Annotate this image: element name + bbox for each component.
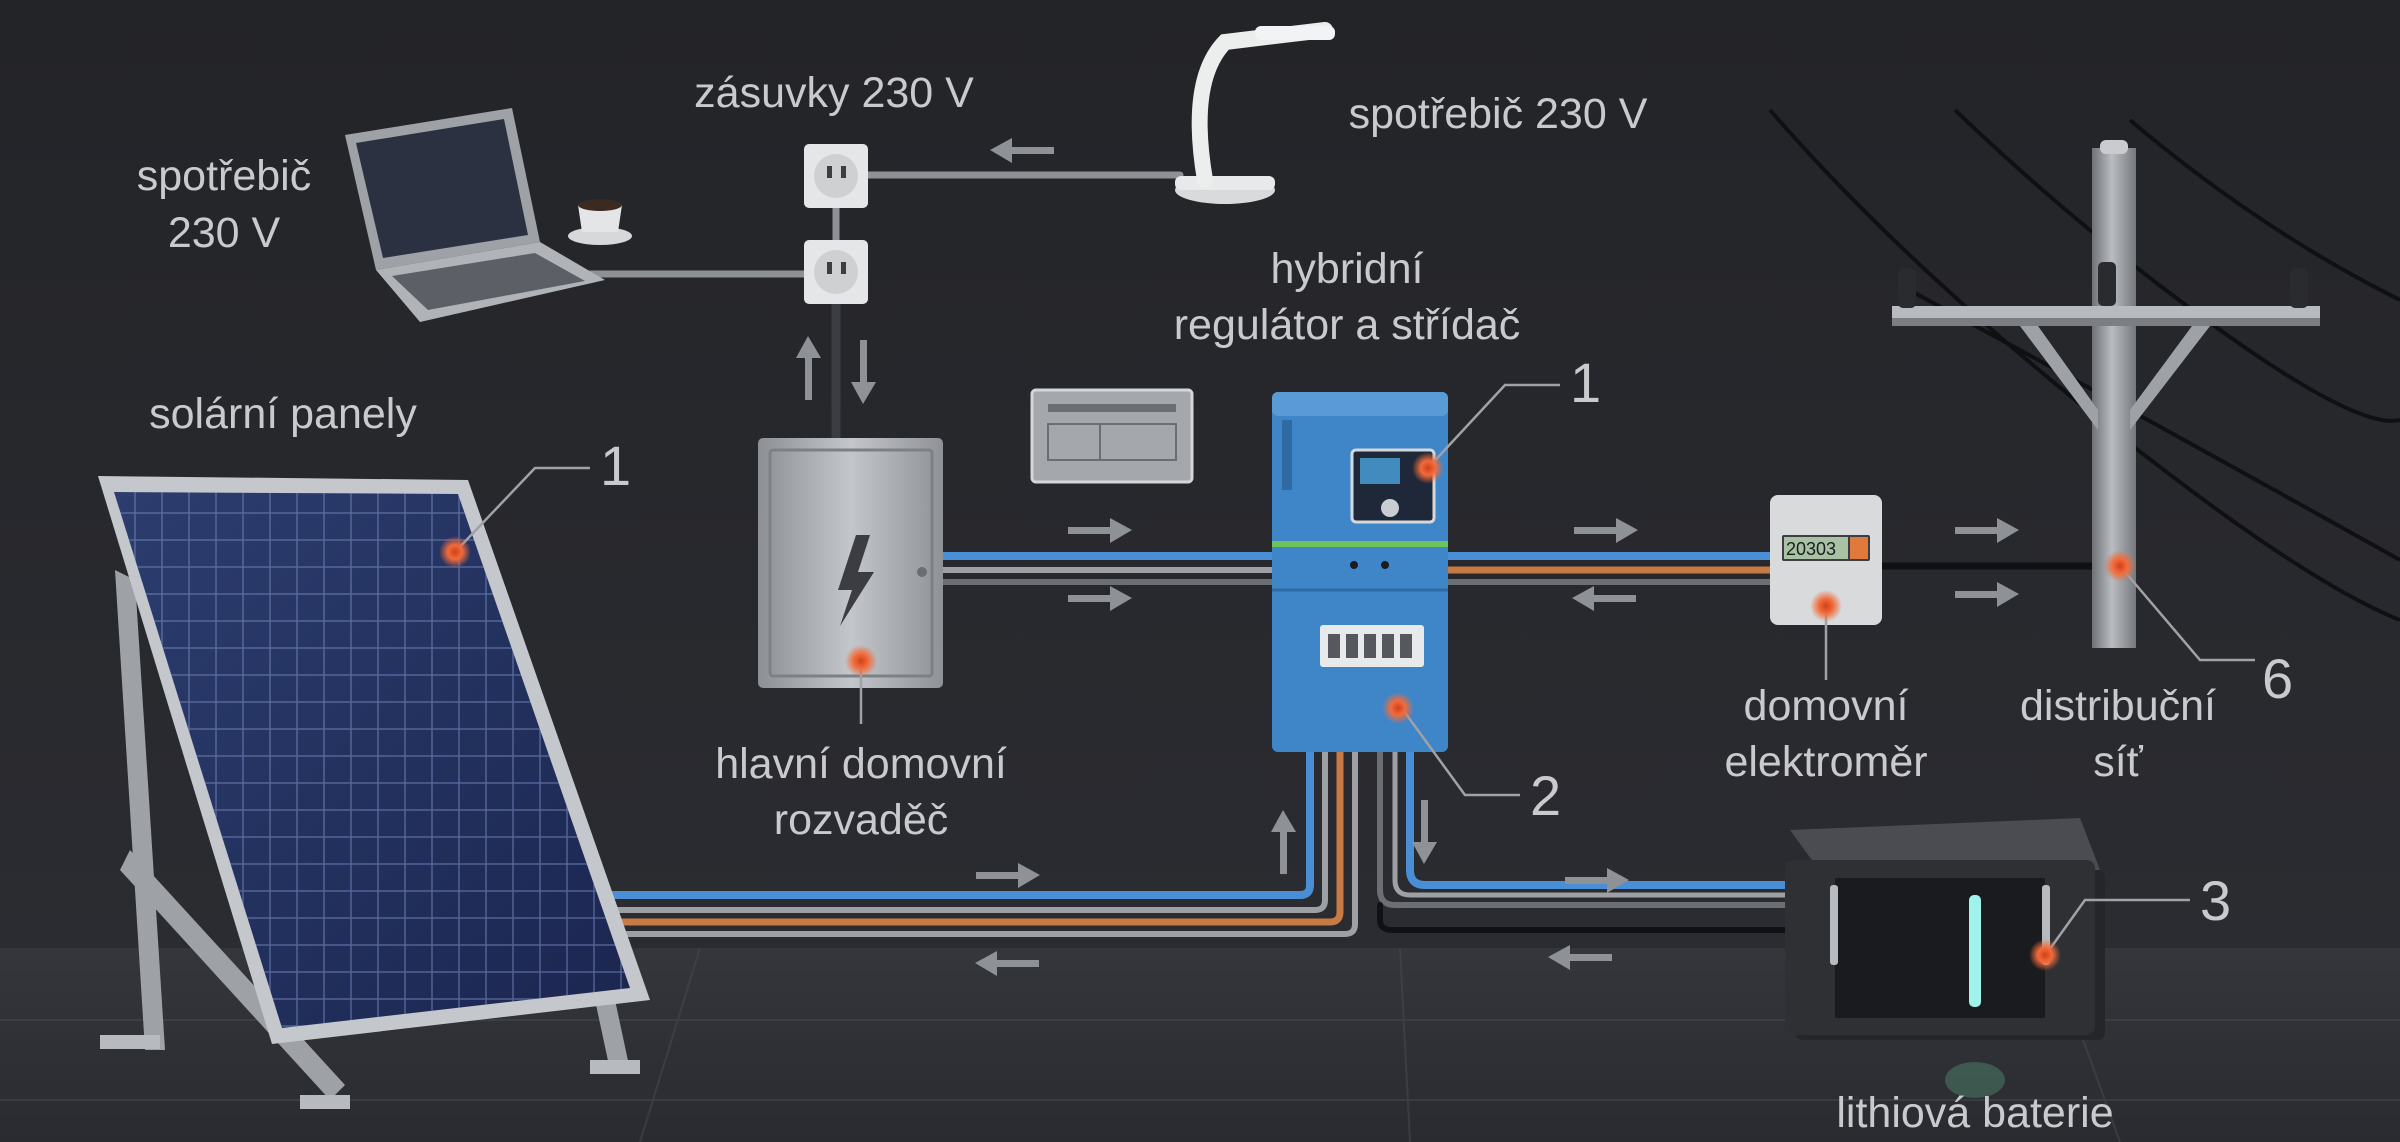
flow-arrow-icon [1572,586,1636,611]
utility-pole [1892,140,2320,648]
electricity-meter: 20303 [1770,495,1882,625]
flow-arrow-icon [851,340,876,404]
power-socket-icon [804,144,868,208]
hotspot-marker-icon [439,536,471,568]
flow-arrow-icon [1412,800,1437,864]
meter-reading: 20303 [1786,539,1836,559]
label-hybrid: hybridní [1271,245,1424,293]
label-hybrid-sub: regulátor a střídač [1174,301,1521,349]
flow-arrow-icon [975,951,1039,976]
label-battery: lithiová baterie [1836,1089,2113,1137]
hotspot-marker-icon [845,645,877,677]
flow-arrow-icon [976,863,1040,888]
flow-arrow-icon [990,138,1054,163]
callout-number-inverter-bottom: 2 [1530,764,1561,827]
flow-arrow-icon [1565,868,1629,893]
label-appliance-left: spotřebič [137,152,311,200]
callout-number-inverter-top: 1 [1570,351,1601,414]
lightning-bolt-icon [838,535,874,626]
hotspots [439,452,2136,971]
solar-panel [98,476,650,1109]
hotspot-marker-icon [1382,692,1414,724]
battery-status-light [1969,895,1981,1007]
flow-arrow-icon [1068,586,1132,611]
label-appliance-left-voltage: 230 V [168,209,281,257]
inverter-knob [1381,499,1399,517]
label-solar-panels: solární panely [149,390,417,438]
label-main-board: hlavní domovní [715,740,1007,788]
hotspot-marker-icon [2104,550,2136,582]
label-grid-sub: síť [2093,738,2143,786]
labels: spotřebič 230 V zásuvky 230 V spotřebič … [137,69,2293,1137]
callout-lines [454,383,2255,954]
hotspot-marker-icon [1810,590,1842,622]
callout-number-solar: 1 [600,434,631,497]
lithium-battery [1785,818,2105,1098]
label-grid: distribuční [2020,682,2216,730]
flow-arrow-icon [796,336,821,400]
flow-arrow-icon [1955,582,2019,607]
flow-arrow-icon [1068,518,1132,543]
label-main-board-sub: rozvaděč [774,796,948,844]
callout-number-battery: 3 [2200,869,2231,932]
main-distribution-board [758,438,943,688]
desk-lamp-icon [1175,22,1335,204]
label-meter: domovní [1744,682,1909,730]
flow-arrow-icon [1955,518,2019,543]
nameplate [1030,388,1194,484]
hybrid-inverter [1272,392,1448,752]
hotspot-marker-icon [1412,452,1444,484]
callout-number-grid: 6 [2262,647,2293,710]
label-appliance-right: spotřebič 230 V [1349,90,1648,138]
flow-arrow-icon [1574,518,1638,543]
coffee-cup-icon [568,199,632,245]
power-socket-icon [804,240,868,304]
laptop-icon [345,108,605,322]
label-sockets: zásuvky 230 V [694,69,974,117]
label-meter-sub: elektroměr [1724,738,1927,786]
flow-arrow-icon [1271,810,1296,874]
hotspot-marker-icon [2029,939,2061,971]
wiring [586,171,2119,937]
flow-arrow-icon [1548,945,1612,970]
flow-arrows [796,138,2019,976]
